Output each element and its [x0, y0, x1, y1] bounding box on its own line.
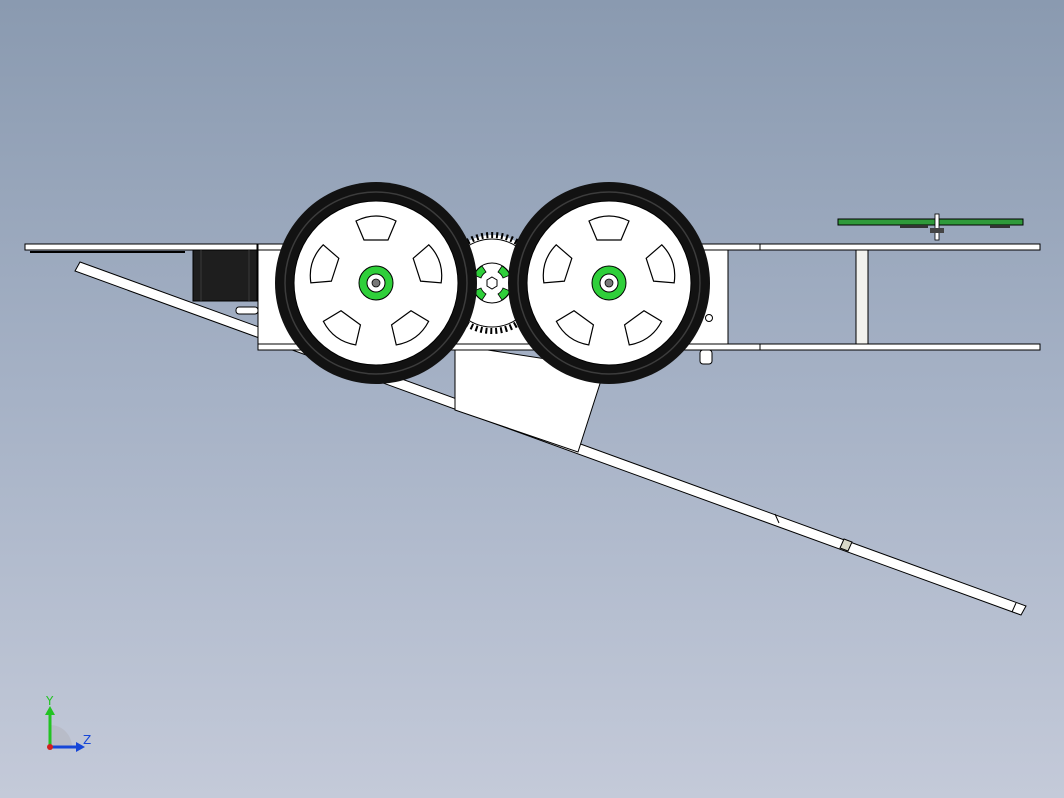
coordinate-triad-icon: Y Z [45, 695, 91, 752]
left-top-plate [24, 243, 258, 253]
pcb-board [837, 213, 1024, 241]
motor-block [192, 249, 258, 302]
clip [235, 306, 259, 315]
left-wheel [275, 182, 477, 384]
triad-y-label: Y [45, 695, 54, 708]
triad-z-label: Z [83, 733, 91, 747]
right-wheel [508, 182, 710, 384]
